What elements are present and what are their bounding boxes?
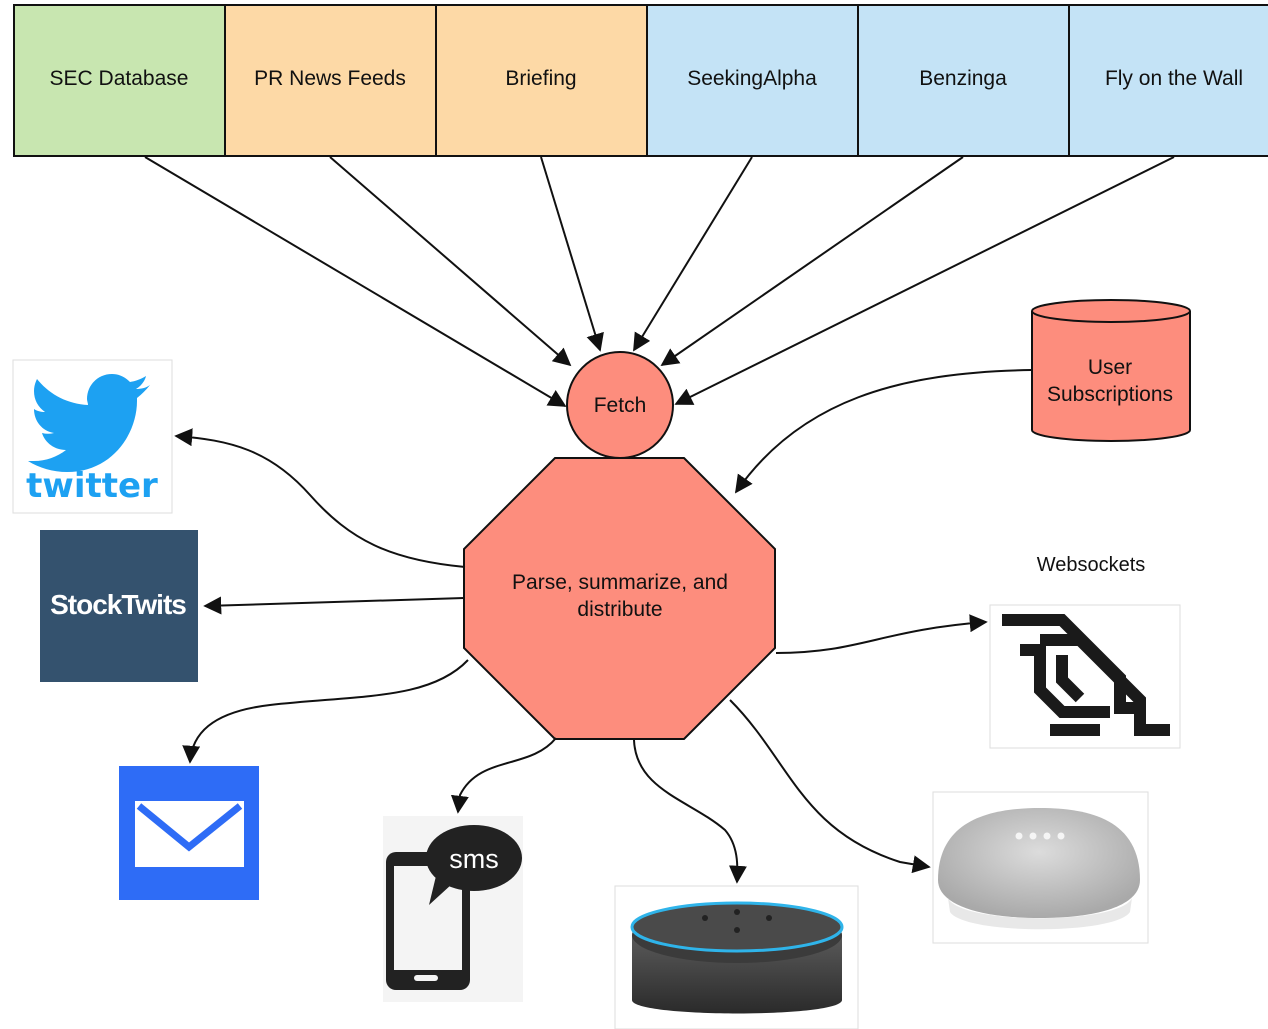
email-logo: [119, 766, 259, 900]
arrow-sec-fetch: [144, 156, 567, 407]
source-label-sec: SEC Database: [50, 67, 189, 90]
fetch-label: Fetch: [594, 394, 647, 417]
stocktwits-wordmark: StockTwits: [50, 589, 186, 620]
smart-speaker-icon: [938, 808, 1140, 918]
source-arrows: [144, 156, 1175, 407]
source-label-flyonthewall: Fly on the Wall: [1105, 67, 1243, 90]
websocket-logo: [989, 604, 1181, 749]
twitter-wordmark: twitter: [26, 466, 158, 506]
arrow-briefing-fetch: [540, 156, 604, 352]
stocktwits-logo: StockTwits: [40, 530, 198, 682]
source-box-flyonthewall: [1068, 4, 1268, 157]
source-label-briefing: Briefing: [505, 67, 576, 90]
arrow-flyonthewall-fetch: [674, 156, 1175, 405]
user-subscriptions-db: User Subscriptions: [1031, 299, 1191, 442]
source-box-prnews: [224, 4, 437, 157]
websockets-label: Websockets: [1037, 554, 1146, 576]
source-boxes: SEC Database PR News Feeds Briefing Seek…: [13, 4, 1268, 157]
arrow-prnews-fetch: [329, 156, 572, 367]
home-mini-logo: [932, 791, 1149, 944]
arrow-subscriptions-process: [734, 369, 1032, 494]
process-label-line1: Parse, summarize, and: [512, 571, 728, 594]
subscriptions-label-line2: Subscriptions: [1047, 383, 1173, 406]
envelope-icon: [135, 801, 244, 867]
arrow-benzinga-fetch: [660, 156, 964, 367]
arrow-process-echo: [633, 739, 747, 884]
echo-dot-logo: [614, 885, 859, 1029]
twitter-bird-icon: [28, 374, 150, 472]
source-label-prnews: PR News Feeds: [254, 67, 406, 90]
output-arrows: [174, 428, 988, 884]
arrow-process-stocktwits: [203, 596, 465, 615]
arrow-process-sms: [450, 737, 557, 814]
arrow-process-twitter: [174, 428, 466, 568]
arrow-seekingalpha-fetch: [633, 156, 753, 352]
sms-text: sms: [449, 844, 499, 874]
sms-phone-logo: sms: [383, 816, 523, 1002]
process-node: [463, 457, 776, 740]
source-box-seekingalpha: [646, 4, 859, 157]
source-label-seekingalpha: SeekingAlpha: [687, 67, 817, 90]
arrow-process-email: [182, 659, 469, 764]
source-label-benzinga: Benzinga: [919, 67, 1007, 90]
subscriptions-label-line1: User: [1088, 356, 1132, 379]
source-box-briefing: [435, 4, 648, 157]
arrow-process-homemini: [729, 699, 931, 874]
websocket-icon: [1002, 614, 1170, 736]
process-label-line2: distribute: [577, 598, 662, 621]
arrow-process-websocket: [775, 614, 988, 654]
source-box-sec: [13, 4, 226, 157]
source-box-benzinga: [857, 4, 1070, 157]
twitter-logo: twitter: [12, 359, 173, 514]
